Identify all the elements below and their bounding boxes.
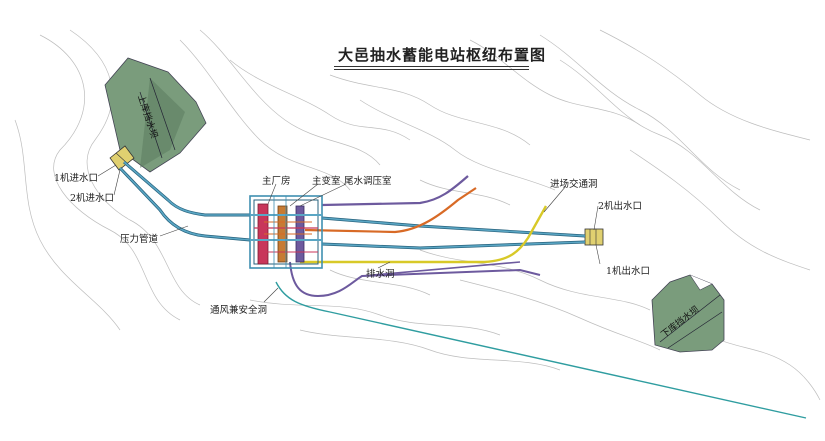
lower-reservoir-dam bbox=[651, 274, 725, 353]
drainage-branch bbox=[361, 261, 521, 277]
intake-1-label: 1机进水口 bbox=[54, 173, 99, 184]
drainage-tunnel bbox=[289, 261, 541, 298]
outlet-2-label: 2机出水口 bbox=[598, 201, 643, 212]
penstock-pipes bbox=[118, 160, 251, 242]
outlet-1-label: 1机出水口 bbox=[606, 266, 651, 277]
ventilation-tunnel-label: 通风兼安全洞 bbox=[210, 305, 268, 316]
powerhouse-complex bbox=[249, 195, 323, 269]
drainage-tunnel-label: 排水洞 bbox=[366, 269, 395, 280]
surge-chamber-tunnel bbox=[321, 175, 469, 207]
transformer-label: 主变室 bbox=[312, 176, 341, 187]
title-underline-2 bbox=[334, 69, 529, 70]
diagram-title: 大邑抽水蓄能电站枢纽布置图 bbox=[338, 46, 547, 64]
outlet-structure bbox=[584, 228, 604, 246]
ventilation-tunnel bbox=[275, 281, 807, 419]
upper-reservoir-dam bbox=[104, 57, 207, 173]
access-tunnel-label: 进场交通洞 bbox=[550, 179, 598, 190]
surge-chamber-label: 尾水调压室 bbox=[344, 176, 392, 187]
leader-lines bbox=[97, 164, 601, 303]
tailrace-tunnels bbox=[321, 216, 586, 250]
intake-2-label: 2机进水口 bbox=[70, 193, 115, 204]
title-underline bbox=[334, 66, 529, 67]
access-tunnel bbox=[300, 205, 548, 264]
orange-tunnel bbox=[304, 187, 477, 234]
contour-lines bbox=[14, 29, 821, 401]
penstock-label: 压力管道 bbox=[120, 234, 159, 245]
powerhouse-label: 主厂房 bbox=[262, 176, 291, 187]
